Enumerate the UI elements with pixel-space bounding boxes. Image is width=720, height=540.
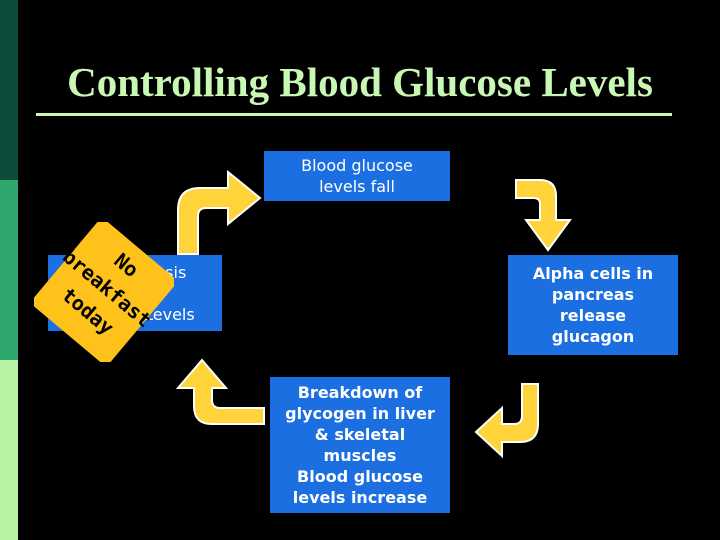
box-alpha-cells: Alpha cells in pancreas release glucagon — [508, 255, 678, 355]
box-glucose-fall: Blood glucose levels fall — [264, 151, 450, 201]
title-underline — [36, 113, 672, 116]
box-alpha-cells-text: Alpha cells in pancreas release glucagon — [532, 264, 654, 346]
no-breakfast-sticker: No breakfast today — [34, 222, 174, 362]
slide-title: Controlling Blood Glucose Levels — [67, 59, 653, 105]
sidebar-stripe-mid — [0, 180, 18, 360]
curved-arrow-icon — [515, 179, 572, 252]
curved-arrow-icon — [474, 383, 539, 459]
box-glycogen-breakdown-text: Breakdown of glycogen in liver & skeleta… — [285, 383, 435, 507]
sidebar-stripe-dark — [0, 0, 18, 180]
box-glycogen-breakdown: Breakdown of glycogen in liver & skeleta… — [270, 377, 450, 513]
curved-arrow-icon — [177, 169, 262, 255]
sidebar-stripe-light — [0, 360, 18, 540]
curved-arrow-icon — [175, 358, 265, 425]
box-glucose-fall-text: Blood glucose levels fall — [301, 156, 413, 196]
